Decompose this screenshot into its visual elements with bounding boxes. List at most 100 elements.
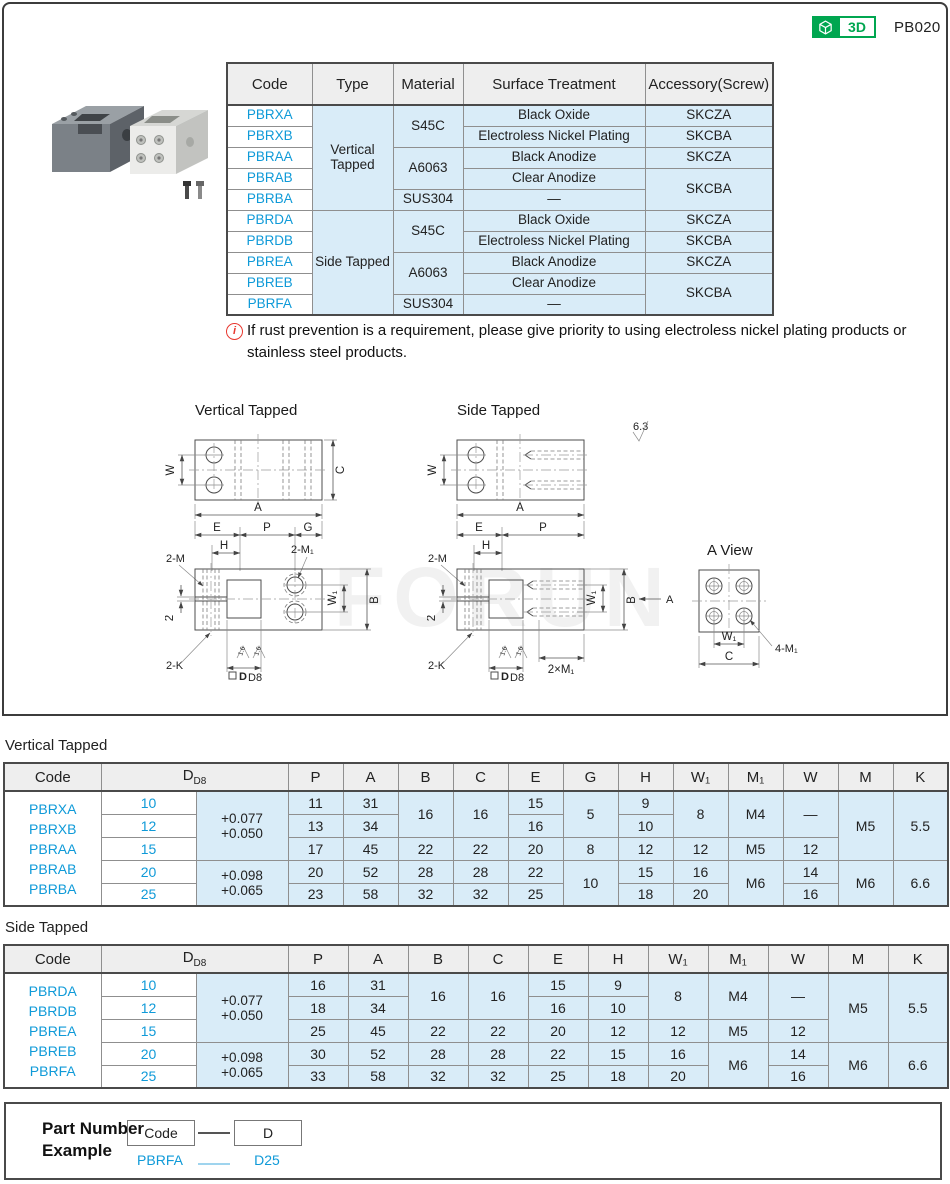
cell-H: 10 <box>617 813 674 838</box>
col-header-H: H <box>587 944 649 974</box>
col-header-d: DD8 <box>100 944 289 974</box>
cell-tolerance: +0.098+0.065 <box>195 859 289 907</box>
cell-B: 22 <box>397 836 454 861</box>
rust-prevention-note: i If rust prevention is a requirement, p… <box>226 320 938 364</box>
cell-P: 25 <box>287 1018 349 1043</box>
label-square-D: D <box>501 671 509 682</box>
dim-label-P: P <box>539 522 547 534</box>
cell-material: S45C <box>392 104 464 148</box>
cell-code: PBRDB <box>226 230 313 253</box>
dim-label-C: C <box>725 651 733 663</box>
vt-front-view: A E P G H 2-M 2-M₁ W₁ <box>165 502 381 682</box>
cell-material: SUS304 <box>392 188 464 211</box>
2xM1-dim: 2×M₁ <box>538 620 585 676</box>
light-block <box>130 110 208 174</box>
cell-W1: 16 <box>647 1041 709 1066</box>
cell-P: 13 <box>287 813 344 838</box>
col-header-W1: W₁ <box>647 944 709 974</box>
table-row: PBREB Clear Anodize SKCBA <box>226 272 774 316</box>
cell-d: 12 <box>100 813 197 838</box>
cell-material: A6063 <box>392 146 464 190</box>
cell-P: 17 <box>287 836 344 861</box>
col-header-W: W <box>782 762 839 792</box>
cell-surface: Electroless Nickel Plating <box>462 230 646 253</box>
cell-W1: 12 <box>672 836 729 861</box>
cell-H: 15 <box>587 1041 649 1066</box>
st-top-view: W <box>427 434 590 506</box>
catalog-top-frame: 3D PB020 <box>2 2 948 716</box>
col-header-d: DD8 <box>100 762 289 792</box>
cell-C: 16 <box>467 972 529 1020</box>
cell-W: — <box>782 790 839 838</box>
cell-E: 25 <box>507 882 564 907</box>
cell-M: M5 <box>827 972 889 1043</box>
svg-text:1.6: 1.6 <box>237 645 247 656</box>
table-row: PBRXA PBRXB PBRAA PBRAB PBRBA 10 +0.077+… <box>3 790 949 907</box>
col-header-W: W <box>767 944 829 974</box>
svg-text:1.6: 1.6 <box>253 645 263 656</box>
cell-material: SUS304 <box>392 293 464 316</box>
cell-B: 16 <box>397 790 454 838</box>
selection-table: Code Type Material Surface Treatment Acc… <box>226 62 774 316</box>
dim-label-W1: W₁ <box>722 631 737 643</box>
cell-E: 22 <box>507 859 564 884</box>
cell-d: 12 <box>100 995 197 1020</box>
col-header-W1: W₁ <box>672 762 729 792</box>
label-2xM1: 2×M₁ <box>548 664 575 676</box>
cell-d: 20 <box>100 859 197 884</box>
cell-A: 31 <box>347 972 409 997</box>
pn-example-code: PBRFA <box>137 1152 183 1168</box>
cell-H: 9 <box>617 790 674 815</box>
dim-label-C: C <box>335 466 347 474</box>
cell-W: 16 <box>767 1064 829 1089</box>
svg-text:1.6: 1.6 <box>515 645 525 656</box>
cell-E: 16 <box>527 995 589 1020</box>
cell-surface: Electroless Nickel Plating <box>462 125 646 148</box>
table-row: PBRAA A6063 Black Anodize SKCZA <box>226 146 774 190</box>
col-header-accessory: Accessory(Screw) <box>644 62 774 106</box>
vertical-tapped-table: Code DD8 P A B C E G H W₁ M₁ W M K PBRXA… <box>3 762 950 907</box>
table-row: 20 +0.098+0.065 30 52 28 28 22 15 16 M6 … <box>4 1041 949 1089</box>
drawing-side-tapped: 6.3 W A E P H 2-M <box>427 420 674 682</box>
surface-roughness-1.6: 1.6 1.6 <box>236 645 266 659</box>
cell-H: 15 <box>617 859 674 884</box>
cell-M: M6 <box>837 859 894 907</box>
badge-row: 3D PB020 <box>812 16 941 38</box>
cell-code: PBRAA <box>226 146 313 169</box>
cell-M1: M6 <box>707 1041 769 1089</box>
cell-C: 22 <box>467 1018 529 1043</box>
col-header-A: A <box>347 944 409 974</box>
cell-B: 28 <box>397 859 454 884</box>
cell-A: 45 <box>347 1018 409 1043</box>
col-header-M: M <box>827 944 889 974</box>
label-d8-fit: D8 <box>510 672 524 682</box>
cell-tolerance: +0.077+0.050 <box>195 972 289 1043</box>
cell-K: 6.6 <box>887 1041 949 1089</box>
table-row: PBRDA PBRDB PBREA PBREB PBRFA 10 +0.077+… <box>3 972 949 1089</box>
col-header-M: M <box>837 762 894 792</box>
dim-label-H: H <box>220 540 228 552</box>
cell-W1: 16 <box>672 859 729 884</box>
cell-A: 34 <box>342 813 399 838</box>
cell-K: 6.6 <box>892 859 949 907</box>
3d-model-badge[interactable]: 3D <box>812 16 876 38</box>
drawing-title-vertical: Vertical Tapped <box>195 402 298 419</box>
table-row: 25 33 58 32 32 25 18 20 16 <box>4 1064 948 1089</box>
pn-code-box: Code <box>127 1120 195 1146</box>
cell-d: 20 <box>100 1041 197 1066</box>
part-number-example-box: Part Number Example Code D PBRFA D25 <box>4 1102 942 1180</box>
cell-accessory: SKCZA <box>644 146 774 169</box>
cell-H: 9 <box>587 972 649 997</box>
code: PBREA <box>29 1022 77 1039</box>
drawing-title-side: Side Tapped <box>457 402 541 419</box>
col-header-P: P <box>287 944 349 974</box>
cell-W: 12 <box>782 836 839 861</box>
cell-material: S45C <box>392 209 464 253</box>
cell-d: 15 <box>100 1018 197 1043</box>
cell-M1: M5 <box>707 1018 769 1043</box>
table-row: 12 13 34 16 10 <box>4 813 948 838</box>
label-2-M: 2-M <box>428 553 447 565</box>
table-header-row: Code DD8 P A B C E H W₁ M₁ W M K <box>3 944 949 974</box>
cell-P: 11 <box>287 790 344 815</box>
pn-example-d: D25 <box>254 1152 280 1168</box>
